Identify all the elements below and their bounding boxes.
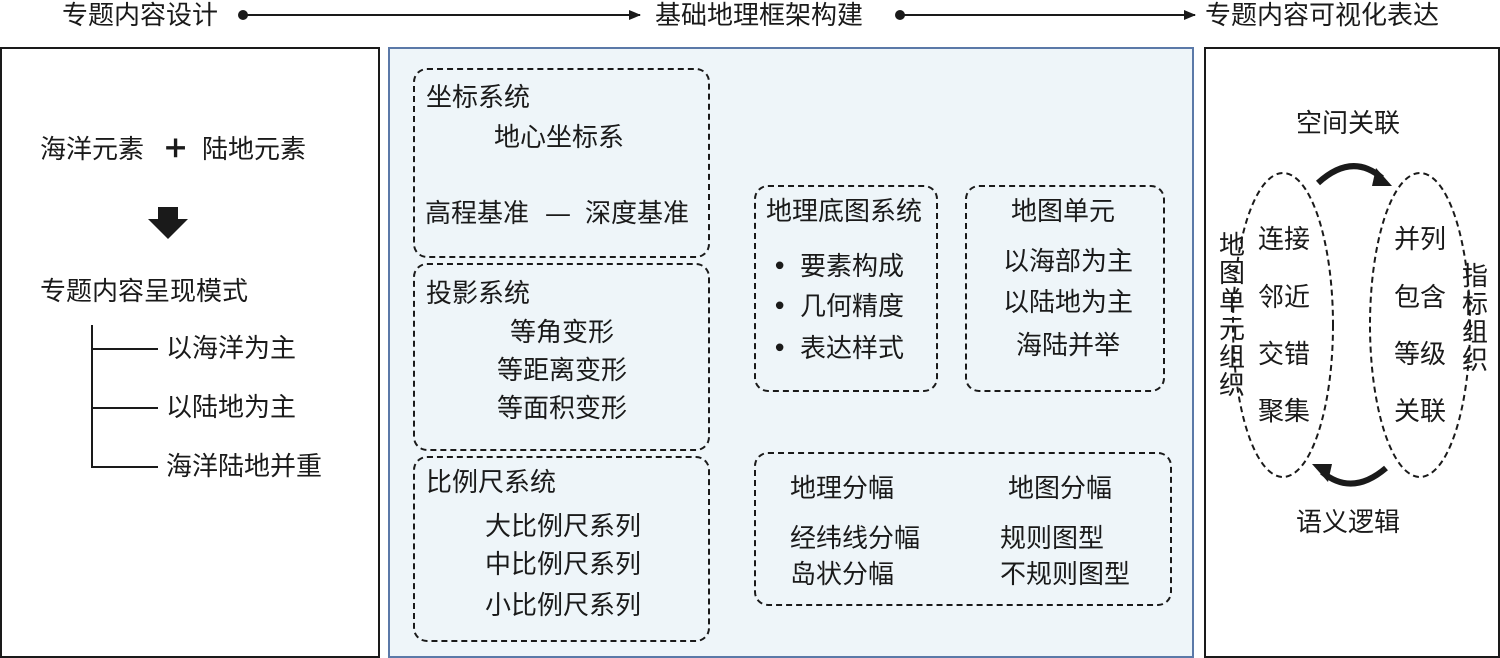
indicator-org-char-3: 组	[1462, 318, 1489, 348]
basemap-expression-style: 表达样式	[800, 334, 905, 364]
map-division-regular: 规则图型	[1000, 524, 1105, 554]
indicator-org-ellipse	[1369, 172, 1471, 478]
relation-connect: 连接	[1258, 225, 1311, 255]
projection-system-box	[413, 263, 710, 451]
map-unit-org-char-3: 单	[1219, 287, 1246, 317]
stage-label-visualization: 专题内容可视化表达	[1205, 1, 1440, 31]
panel-visualization	[1204, 47, 1500, 658]
map-unit-org-ellipse	[1232, 172, 1334, 478]
scale-system-box	[413, 456, 710, 642]
map-unit-sea-led: 以海部为主	[1002, 247, 1133, 277]
relation-parallel: 并列	[1394, 225, 1447, 255]
projection-title: 投影系统	[426, 279, 531, 309]
relation-adjacent: 邻近	[1258, 283, 1311, 313]
geocentric-system: 地心坐标系	[494, 123, 625, 153]
map-unit-land-led: 以陆地为主	[1002, 288, 1133, 318]
basemap-bullet-1: •	[772, 252, 788, 282]
basemap-bullet-3: •	[772, 334, 788, 364]
map-division-irregular: 不规则图型	[1000, 560, 1131, 590]
geo-division-graticule: 经纬线分幅	[790, 524, 921, 554]
relation-interlace: 交错	[1258, 340, 1311, 370]
projection-conformal: 等角变形	[509, 318, 614, 348]
height-datum: 高程基准	[425, 199, 530, 229]
relation-associate: 关联	[1394, 397, 1447, 427]
scale-title: 比例尺系统	[426, 468, 557, 498]
semantic-logic: 语义逻辑	[1296, 508, 1401, 538]
map-unit-org-char-6: 织	[1219, 371, 1246, 401]
map-division-title: 地图分幅	[1008, 474, 1113, 504]
down-arrow-icon	[148, 207, 188, 239]
map-unit-org-char-1: 地	[1219, 231, 1246, 261]
relation-cluster: 聚集	[1258, 397, 1311, 427]
mode-land-led: 以陆地为主	[166, 393, 297, 423]
stage-label-framework: 基础地理框架构建	[655, 1, 864, 31]
relation-hierarchy: 等级	[1394, 340, 1447, 370]
scale-medium: 中比例尺系列	[484, 550, 641, 580]
map-unit-org-char-2: 图	[1219, 259, 1246, 289]
division-box	[754, 452, 1172, 606]
ocean-elements: 海洋元素	[40, 135, 145, 165]
curve-arrow-bottom-head	[1312, 464, 1332, 482]
panel-content-design	[0, 47, 380, 658]
indicator-org-char-1: 指	[1462, 262, 1489, 292]
depth-datum: 深度基准	[585, 199, 690, 229]
basemap-bullet-2: •	[772, 292, 788, 322]
basemap-title: 地理底图系统	[766, 197, 923, 227]
scale-large: 大比例尺系列	[484, 512, 641, 542]
datum-dash: —	[545, 199, 571, 229]
map-unit-org-char-4: 元	[1219, 315, 1246, 345]
coord-title: 坐标系统	[426, 83, 531, 113]
indicator-org-char-2: 标	[1462, 290, 1489, 320]
curve-arrow-top-head	[1372, 168, 1392, 186]
mode-equal: 海洋陆地并重	[166, 452, 323, 482]
geo-division-island: 岛状分幅	[790, 560, 895, 590]
projection-equal-area: 等面积变形	[496, 394, 627, 424]
stage-label-design: 专题内容设计	[62, 1, 219, 31]
indicator-org-char-4: 织	[1462, 346, 1489, 376]
basemap-element-composition: 要素构成	[800, 252, 905, 282]
scale-small: 小比例尺系列	[484, 591, 641, 621]
panel-framework	[388, 47, 1194, 658]
projection-equidistant: 等距离变形	[496, 356, 627, 386]
map-unit-box	[965, 185, 1165, 392]
relation-include: 包含	[1394, 283, 1447, 313]
basemap-system-box	[754, 185, 938, 392]
plus-sign: +	[163, 130, 189, 165]
mode-ocean-led: 以海洋为主	[166, 334, 297, 364]
geo-division-title: 地理分幅	[790, 474, 895, 504]
coordinate-system-box	[413, 68, 710, 258]
map-unit-sea-land: 海陆并举	[1015, 331, 1120, 361]
map-unit-org-char-5: 组	[1219, 343, 1246, 373]
mode-title: 专题内容呈现模式	[40, 277, 249, 307]
map-unit-title: 地图单元	[1011, 197, 1116, 227]
spatial-association: 空间关联	[1296, 109, 1401, 139]
basemap-geometric-accuracy: 几何精度	[800, 292, 905, 322]
land-elements: 陆地元素	[202, 135, 307, 165]
